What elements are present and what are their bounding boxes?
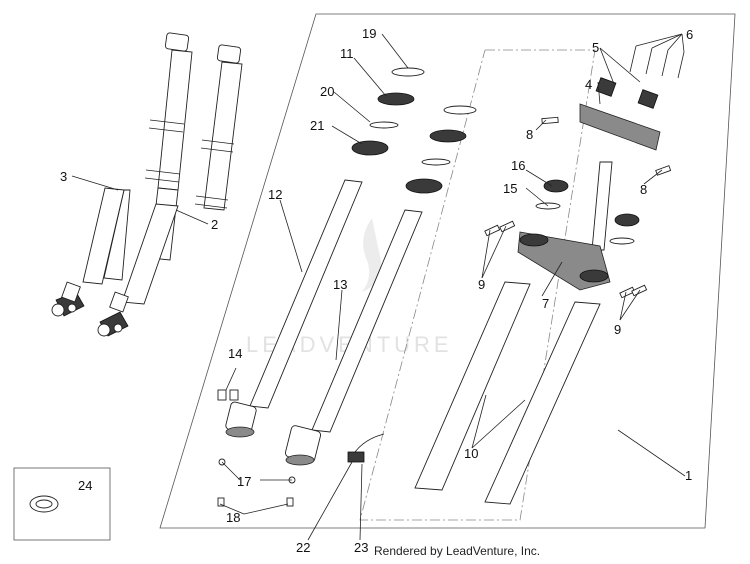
callout-7: 7: [542, 296, 549, 311]
callout-9-right: 9: [614, 322, 621, 337]
leader-lines: [71, 33, 686, 541]
fork-leg-3: [51, 32, 193, 317]
callout-10: 10: [464, 446, 478, 461]
credit-text: Rendered by LeadVenture, Inc.: [374, 544, 541, 558]
assembly-frame: [159, 13, 736, 529]
callout-11: 11: [340, 46, 354, 61]
small-hardware: [217, 116, 672, 507]
callout-21: 21: [310, 118, 324, 133]
callout-4: 4: [585, 77, 592, 92]
callout-labels: 1 2 3 4 5 6 7 8 8 9 9 10 11 12 13 14 15 …: [60, 26, 693, 555]
stanchion-tube-13: [284, 209, 423, 466]
stanchion-tube-12: [225, 179, 363, 438]
callout-5: 5: [592, 40, 599, 55]
callout-17: 17: [237, 474, 251, 489]
callout-15: 15: [503, 181, 517, 196]
seal-stack-right: [405, 105, 477, 194]
callout-14: 14: [228, 346, 242, 361]
fork-leg-2: [97, 44, 243, 337]
callout-8-upper: 8: [526, 127, 533, 142]
bolts-6: [629, 45, 685, 79]
upper-triple-clamp-4: [579, 77, 661, 151]
callout-6: 6: [686, 27, 693, 42]
callout-8-lower: 8: [640, 182, 647, 197]
dashdot-boundary: [359, 49, 596, 521]
callout-16: 16: [511, 158, 525, 173]
inset-box-24: [13, 467, 111, 541]
callout-22: 22: [296, 540, 310, 555]
callout-2: 2: [211, 217, 218, 232]
callout-23: 23: [354, 540, 368, 555]
callout-20: 20: [320, 84, 334, 99]
callout-3: 3: [60, 169, 67, 184]
callout-1: 1: [685, 468, 692, 483]
sensor-23: [347, 433, 385, 463]
callout-13: 13: [333, 277, 347, 292]
callout-12: 12: [268, 187, 282, 202]
callout-24: 24: [78, 478, 92, 493]
callout-9-left: 9: [478, 277, 485, 292]
lower-triple-clamp-7: [517, 161, 613, 291]
callout-19: 19: [362, 26, 376, 41]
callout-18: 18: [226, 510, 240, 525]
fork-guard-10: [414, 281, 601, 505]
seal-stack-left: [351, 67, 425, 156]
